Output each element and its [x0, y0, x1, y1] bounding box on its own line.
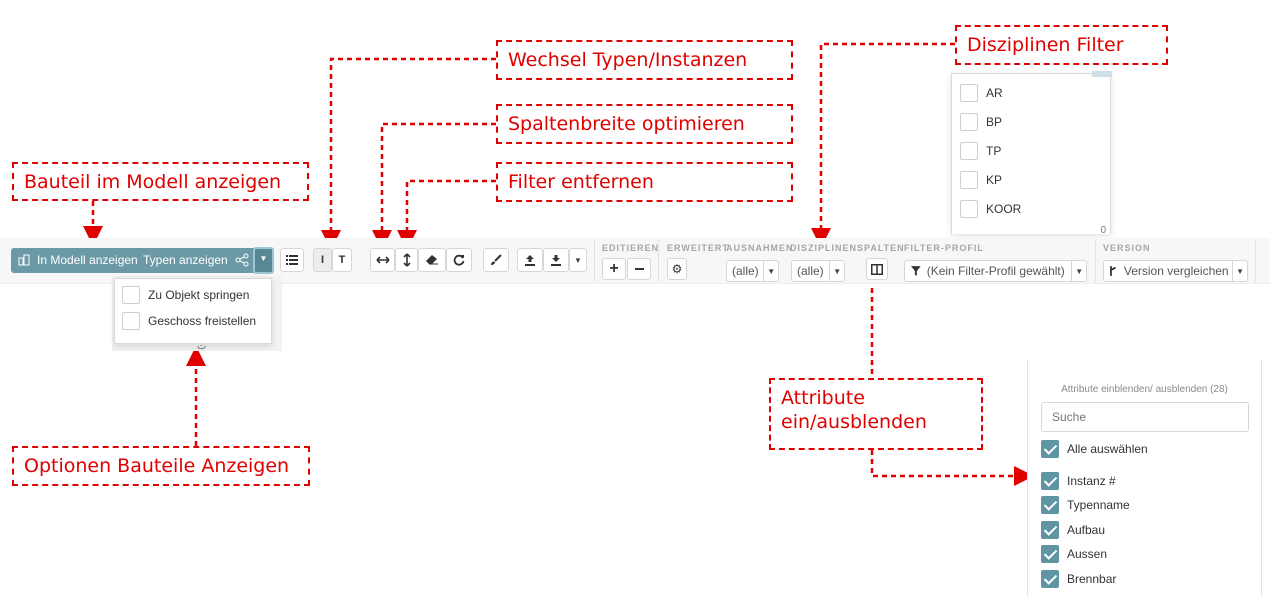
- columns-icon: [871, 263, 883, 275]
- type-toggle[interactable]: T: [332, 248, 352, 272]
- caret-down-icon: ▼: [829, 261, 844, 281]
- download-icon: [551, 255, 561, 266]
- attribute-option[interactable]: Aussen: [1041, 545, 1107, 563]
- callout-filter-entfernen: Filter entfernen: [496, 162, 793, 202]
- plus-icon: +: [609, 260, 619, 277]
- disciplines-dropdown: AR BP TP KP KOOR 0: [951, 71, 1112, 236]
- filter-profil-select[interactable]: (Kein Filter-Profil gewählt) ▼: [904, 260, 1087, 282]
- checkbox-icon[interactable]: [122, 312, 140, 330]
- filter-icon: [911, 266, 921, 276]
- divider: [594, 240, 595, 282]
- in-modell-anzeigen-button[interactable]: In Modell anzeigen: [37, 253, 138, 267]
- gear-icon: ⚙: [671, 262, 683, 276]
- list-icon: [286, 255, 298, 265]
- building-icon: [18, 254, 30, 266]
- divider: [658, 240, 659, 282]
- callout-disziplinen-filter: Disziplinen Filter: [955, 25, 1168, 65]
- attributes-search-input[interactable]: [1041, 402, 1249, 432]
- options-dropdown-toggle[interactable]: ▼: [253, 247, 274, 274]
- callout-spaltenbreite: Spaltenbreite optimieren: [496, 104, 793, 144]
- show-in-model-group: In Modell anzeigen Typen anzeigen ▼: [11, 247, 274, 274]
- version-compare-select[interactable]: Version vergleichen ▼: [1103, 260, 1248, 282]
- ausnahmen-select[interactable]: (alle) ▼: [726, 260, 779, 282]
- divider: [1095, 240, 1096, 282]
- checkbox-icon[interactable]: [960, 200, 978, 218]
- callout-optionen: Optionen Bauteile Anzeigen: [12, 446, 310, 486]
- eraser-icon: [426, 255, 438, 265]
- checkbox-icon[interactable]: [960, 113, 978, 131]
- add-button[interactable]: +: [602, 258, 626, 280]
- attribute-option[interactable]: Brennbar: [1041, 570, 1116, 588]
- group-label-spalten: SPALTEN: [857, 243, 905, 253]
- checkbox-checked-icon[interactable]: [1041, 521, 1059, 539]
- group-label-disziplinen: DISZIPLINEN: [790, 243, 858, 253]
- list-view-button[interactable]: [280, 248, 304, 272]
- caret-down-icon: ▼: [1232, 261, 1247, 281]
- group-label-erweitert: ERWEITERT: [667, 243, 729, 253]
- checkbox-checked-icon[interactable]: [1041, 545, 1059, 563]
- callout-bauteil: Bauteil im Modell anzeigen: [12, 162, 309, 201]
- refresh-icon: [453, 254, 465, 266]
- divider: [1255, 240, 1256, 282]
- dropdown-peek-text: ت: [197, 341, 207, 352]
- select-all-option[interactable]: Alle auswählen: [1041, 440, 1148, 458]
- checkbox-checked-icon[interactable]: [1041, 496, 1059, 514]
- checkbox-checked-icon[interactable]: [1041, 440, 1059, 458]
- columns-button[interactable]: [866, 258, 888, 280]
- attribute-option[interactable]: Aufbau: [1041, 521, 1105, 539]
- callout-wechsel: Wechsel Typen/Instanzen: [496, 40, 793, 80]
- discipline-option[interactable]: AR: [960, 84, 1003, 102]
- brush-icon: [491, 254, 502, 265]
- arrows-horizontal-icon: [375, 256, 390, 264]
- minus-icon: [634, 268, 644, 270]
- checkbox-icon[interactable]: [122, 286, 140, 304]
- upload-icon: [525, 255, 535, 266]
- option-geschoss-freistellen[interactable]: Geschoss freistellen: [122, 312, 256, 330]
- options-dropdown: Zu Objekt springen Geschoss freistellen: [114, 278, 272, 344]
- settings-button[interactable]: ⚙: [667, 258, 687, 280]
- optimize-column-width-button[interactable]: [370, 248, 395, 272]
- attributes-panel: Attribute einblenden/ ausblenden (28) Al…: [1027, 360, 1262, 596]
- refresh-button[interactable]: [446, 248, 472, 272]
- checkbox-icon[interactable]: [960, 84, 978, 102]
- paint-brush-button[interactable]: [483, 248, 509, 272]
- share-icon[interactable]: [235, 253, 249, 267]
- caret-down-icon: ▼: [259, 254, 268, 263]
- caret-down-icon: ▼: [1071, 261, 1086, 281]
- typen-anzeigen-button[interactable]: Typen anzeigen: [143, 253, 228, 267]
- code-branch-icon: [1110, 266, 1116, 276]
- discipline-option[interactable]: KOOR: [960, 200, 1021, 218]
- upload-button[interactable]: [517, 248, 543, 272]
- attribute-option[interactable]: Typenname: [1041, 496, 1130, 514]
- checkbox-checked-icon[interactable]: [1041, 570, 1059, 588]
- optimize-row-height-button[interactable]: [395, 248, 418, 272]
- checkbox-checked-icon[interactable]: [1041, 472, 1059, 490]
- download-button[interactable]: [543, 248, 569, 272]
- attributes-panel-title: Attribute einblenden/ ausblenden (28): [1061, 384, 1228, 395]
- callout-attribute: Attribute ein/ausblenden: [769, 378, 983, 450]
- discipline-option[interactable]: KP: [960, 171, 1002, 189]
- remove-filter-button[interactable]: [418, 248, 446, 272]
- checkbox-icon[interactable]: [960, 171, 978, 189]
- option-zu-objekt-springen[interactable]: Zu Objekt springen: [122, 286, 249, 304]
- remove-button[interactable]: [627, 258, 651, 280]
- dropdown-scroll-indicator: [1092, 71, 1112, 77]
- discipline-option[interactable]: BP: [960, 113, 1002, 131]
- download-dropdown-toggle[interactable]: ▼: [569, 248, 587, 272]
- group-label-filter-profil: FILTER-PROFIL: [904, 243, 984, 253]
- dropdown-peek-text: 0: [1100, 225, 1106, 236]
- attribute-option[interactable]: Instanz #: [1041, 472, 1116, 490]
- checkbox-icon[interactable]: [960, 142, 978, 160]
- group-label-editieren: EDITIEREN: [602, 243, 660, 253]
- group-label-version: VERSION: [1103, 243, 1151, 253]
- instance-toggle[interactable]: I: [313, 248, 332, 272]
- caret-down-icon: ▼: [763, 261, 778, 281]
- discipline-option[interactable]: TP: [960, 142, 1001, 160]
- group-label-ausnahmen: AUSNAHMEN: [726, 243, 794, 253]
- arrows-vertical-icon: [402, 253, 411, 267]
- caret-down-icon: ▼: [574, 255, 582, 265]
- disziplinen-select[interactable]: (alle) ▼: [791, 260, 845, 282]
